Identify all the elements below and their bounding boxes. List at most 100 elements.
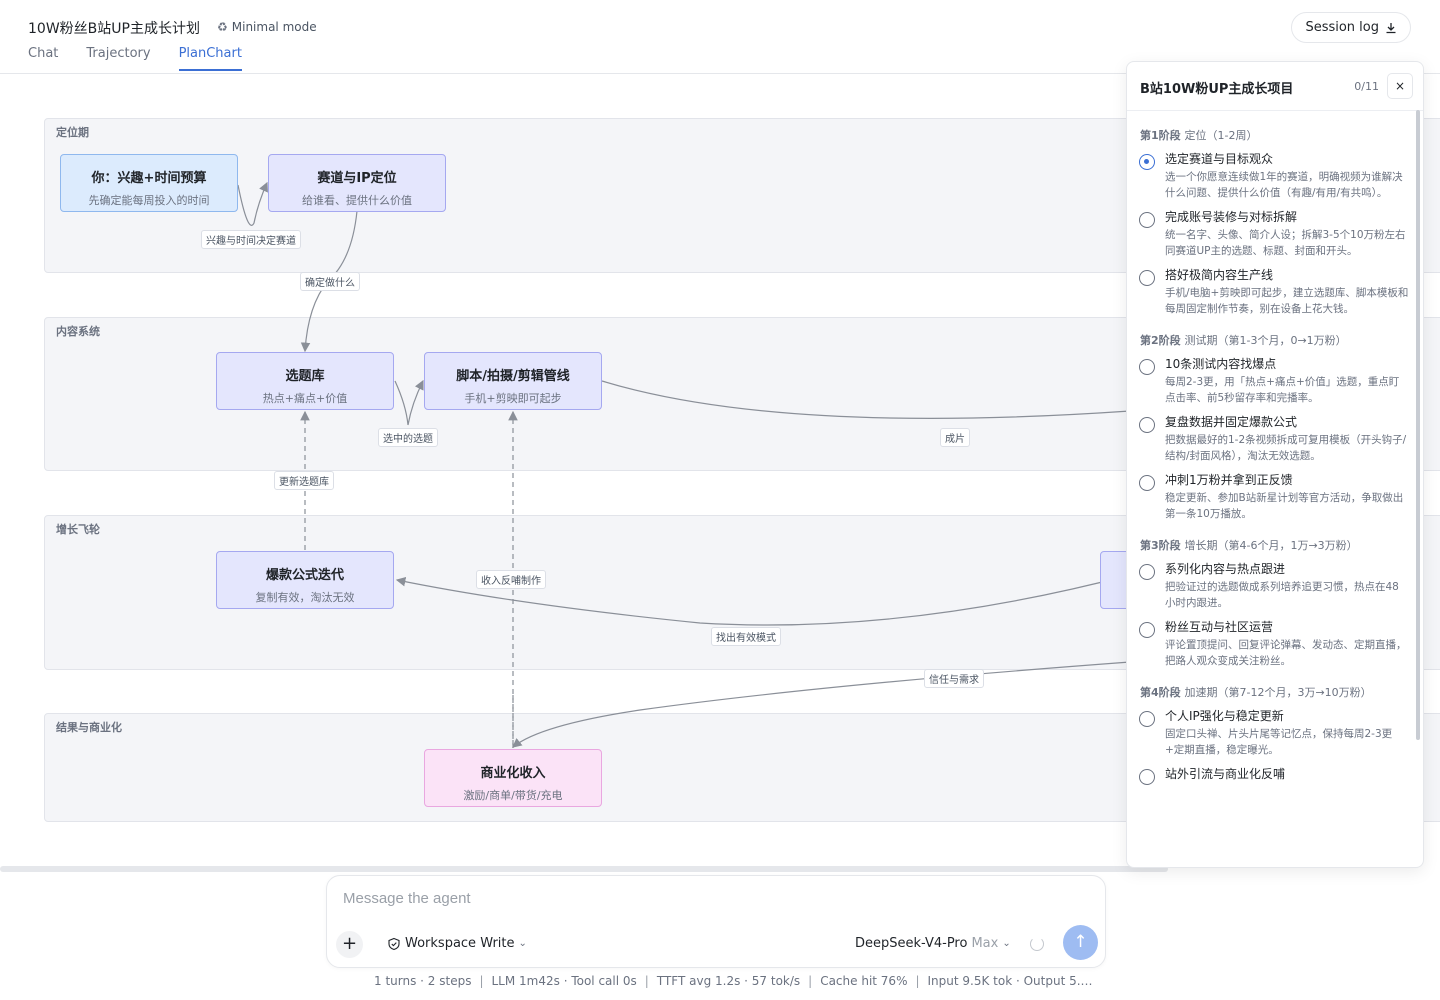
node-title: 赛道与IP定位 xyxy=(317,171,397,186)
edge-label: 确定做什么 xyxy=(300,272,360,291)
status-turns: 1 turns · 2 steps xyxy=(374,974,472,988)
minimal-mode-label: Minimal mode xyxy=(231,20,317,34)
edge-topics-to-pipeline xyxy=(394,379,424,426)
task-item[interactable]: 搭好极简内容生产线 手机/电脑+剪映即可起步，建立选题库、脚本模板和每周固定制作… xyxy=(1127,259,1423,317)
task-item[interactable]: 站外引流与商业化反哺 xyxy=(1127,758,1423,785)
task-radio[interactable] xyxy=(1139,270,1155,286)
task-radio[interactable] xyxy=(1139,711,1155,727)
close-icon[interactable]: × xyxy=(1387,73,1413,99)
plan-scrollbar[interactable] xyxy=(1416,110,1420,740)
node-title: 脚本/拍摄/剪辑管线 xyxy=(456,369,570,384)
status-ttft: TTFT avg 1.2s · 57 tok/s xyxy=(656,974,801,988)
node-subtitle: 给谁看、提供什么价值 xyxy=(302,194,412,207)
node-you[interactable]: 你：兴趣+时间预算 先确定能每周投入的时间 xyxy=(60,154,238,212)
model-name: DeepSeek-V4-Pro xyxy=(855,936,968,951)
horizontal-scrollbar[interactable] xyxy=(0,866,1168,872)
phase-range: 加速期（第7-12个月，3万→10万粉） xyxy=(1184,686,1372,699)
task-item[interactable]: 选定赛道与目标观众 选一个你愿意连续做1年的赛道，明确视频为谁解决什么问题、提供… xyxy=(1127,143,1423,201)
task-radio[interactable] xyxy=(1139,564,1155,580)
task-radio[interactable] xyxy=(1139,212,1155,228)
status-bar: 1 turns · 2 steps|LLM 1m42s · Tool call … xyxy=(374,974,1093,988)
node-formula[interactable]: 爆款公式迭代 复制有效，淘汰无效 xyxy=(216,551,394,609)
task-title: 系列化内容与热点跟进 xyxy=(1165,562,1286,576)
lane-label: 增长飞轮 xyxy=(56,523,100,536)
task-title: 10条测试内容找爆点 xyxy=(1165,357,1277,371)
node-topics[interactable]: 选题库 热点+痛点+价值 xyxy=(216,352,394,410)
node-title: 爆款公式迭代 xyxy=(265,568,344,583)
plan-panel: B站10W粉UP主成长项目 0/11 × 第1阶段 定位（1-2周） 选定赛道与… xyxy=(1126,61,1424,868)
model-select[interactable]: DeepSeek-V4-Pro Max ⌄ xyxy=(855,936,1011,951)
phase-name: 第1阶段 xyxy=(1140,129,1181,142)
edge-label: 收入反哺制作 xyxy=(476,570,546,589)
node-title: 选题库 xyxy=(285,369,325,384)
shield-icon xyxy=(388,937,400,950)
send-button[interactable]: ↑ xyxy=(1063,925,1098,960)
phase-name: 第4阶段 xyxy=(1140,686,1181,699)
tab-planchart[interactable]: PlanChart xyxy=(178,46,242,71)
task-item[interactable]: 冲刺1万粉并拿到正反馈 稳定更新、参加B站新星计划等官方活动，争取做出第一条10… xyxy=(1127,464,1423,522)
task-desc: 手机/电脑+剪映即可起步，建立选题库、脚本模板和每周固定制作节奏，别在设备上花大… xyxy=(1165,287,1409,315)
session-log-button[interactable]: Session log xyxy=(1291,12,1411,43)
task-item[interactable]: 10条测试内容找爆点 每周2-3更，用「热点+痛点+价值」选题，重点盯点击率、前… xyxy=(1127,348,1423,406)
phase-heading: 第4阶段 加速期（第7-12个月，3万→10万粉） xyxy=(1127,669,1423,700)
edge-label: 更新选题库 xyxy=(274,471,334,490)
plan-header: B站10W粉UP主成长项目 0/11 × xyxy=(1127,62,1423,111)
lane-label: 结果与商业化 xyxy=(56,721,122,734)
message-input[interactable] xyxy=(343,890,1083,907)
task-radio[interactable] xyxy=(1139,417,1155,433)
minimal-mode-toggle[interactable]: ♻ Minimal mode xyxy=(217,20,317,34)
node-title: 你：兴趣+时间预算 xyxy=(91,171,207,186)
node-pipeline[interactable]: 脚本/拍摄/剪辑管线 手机+剪映即可起步 xyxy=(424,352,602,410)
status-io: Input 9.5K tok · Output 5.… xyxy=(927,974,1093,988)
task-desc: 把验证过的选题做成系列培养追更习惯，热点在48小时内跟进。 xyxy=(1165,581,1399,609)
task-radio[interactable] xyxy=(1139,359,1155,375)
tab-trajectory[interactable]: Trajectory xyxy=(86,46,151,61)
edge-trust-to-revenue xyxy=(512,661,1131,748)
tab-bar: Chat Trajectory PlanChart xyxy=(28,46,270,71)
workspace-mode-label: Workspace Write xyxy=(405,936,515,951)
phase-heading: 第1阶段 定位（1-2周） xyxy=(1127,112,1423,143)
task-radio[interactable] xyxy=(1139,622,1155,638)
edge-you-to-track xyxy=(237,181,268,226)
node-subtitle: 激励/商单/带货/充电 xyxy=(463,789,563,802)
task-item[interactable]: 复盘数据并固定爆款公式 把数据最好的1-2条视频拆成可复用模板（开头钩子/结构/… xyxy=(1127,406,1423,464)
phase-range: 定位（1-2周） xyxy=(1184,129,1258,142)
task-radio[interactable] xyxy=(1139,475,1155,491)
tab-chat[interactable]: Chat xyxy=(28,46,59,61)
task-title: 冲刺1万粉并拿到正反馈 xyxy=(1165,473,1293,487)
task-radio[interactable] xyxy=(1139,769,1155,785)
task-item[interactable]: 完成账号装修与对标拆解 统一名字、头像、简介人设；拆解3-5个10万粉左右同赛道… xyxy=(1127,201,1423,259)
workspace-mode-select[interactable]: Workspace Write ⌄ xyxy=(387,936,527,951)
phase-name: 第2阶段 xyxy=(1140,334,1181,347)
model-tier: Max xyxy=(971,936,999,951)
add-attachment-button[interactable]: + xyxy=(336,931,363,958)
node-title: 商业化收入 xyxy=(480,766,546,781)
node-track[interactable]: 赛道与IP定位 给谁看、提供什么价值 xyxy=(268,154,446,212)
task-title: 完成账号装修与对标拆解 xyxy=(1165,210,1298,224)
edge-label: 成片 xyxy=(940,428,970,447)
edge-layer xyxy=(237,181,1131,748)
edge-label: 信任与需求 xyxy=(924,669,984,688)
phase-heading: 第2阶段 测试期（第1-3个月，0→1万粉） xyxy=(1127,317,1423,348)
task-desc: 固定口头禅、片头片尾等记忆点，保持每周2-3更+定期直播，稳定曝光。 xyxy=(1165,728,1393,756)
plan-body: 第1阶段 定位（1-2周） 选定赛道与目标观众 选一个你愿意连续做1年的赛道，明… xyxy=(1127,112,1423,867)
phase-range: 增长期（第4-6个月，1万→3万粉） xyxy=(1184,539,1358,552)
edge-label: 找出有效模式 xyxy=(711,627,781,646)
edge-label: 兴趣与时间决定赛道 xyxy=(201,230,301,249)
phase-name: 第3阶段 xyxy=(1140,539,1181,552)
plan-title: B站10W粉UP主成长项目 xyxy=(1140,82,1294,97)
phase-heading: 第3阶段 增长期（第4-6个月，1万→3万粉） xyxy=(1127,522,1423,553)
lane-label: 内容系统 xyxy=(56,325,100,338)
task-desc: 选一个你愿意连续做1年的赛道，明确视频为谁解决什么问题、提供什么价值（有趣/有用… xyxy=(1165,171,1403,199)
node-subtitle: 手机+剪映即可起步 xyxy=(464,392,562,405)
download-icon xyxy=(1386,22,1396,33)
task-item[interactable]: 系列化内容与热点跟进 把验证过的选题做成系列培养追更习惯，热点在48小时内跟进。 xyxy=(1127,553,1423,611)
task-item[interactable]: 个人IP强化与稳定更新 固定口头禅、片头片尾等记忆点，保持每周2-3更+定期直播… xyxy=(1127,700,1423,758)
node-revenue[interactable]: 商业化收入 激励/商单/带货/充电 xyxy=(424,749,602,807)
task-title: 粉丝互动与社区运营 xyxy=(1165,620,1274,634)
task-radio-current[interactable] xyxy=(1139,154,1155,170)
plan-progress-count: 0/11 xyxy=(1354,80,1379,93)
task-desc: 每周2-3更，用「热点+痛点+价值」选题，重点盯点击率、前5秒留存率和完播率。 xyxy=(1165,376,1400,404)
task-item[interactable]: 粉丝互动与社区运营 评论置顶提问、回复评论弹幕、发动态、定期直播，把路人观众变成… xyxy=(1127,611,1423,669)
top-bar: 10W粉丝B站UP主成长计划 ♻ Minimal mode Chat Traje… xyxy=(0,0,1440,74)
